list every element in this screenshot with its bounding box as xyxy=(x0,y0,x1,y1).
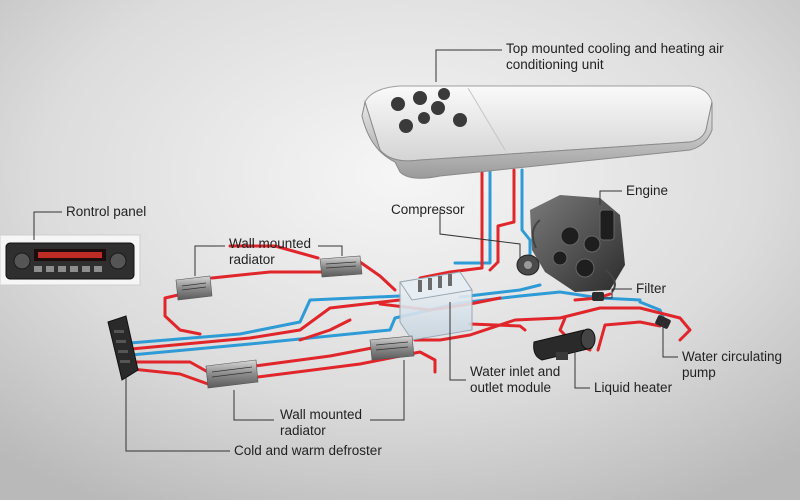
label-wall-radiator-top: Wall mounted radiator xyxy=(229,236,339,268)
label-defroster: Cold and warm defroster xyxy=(234,443,382,458)
leader-water-module xyxy=(449,302,466,381)
leader-radiator-top-right xyxy=(318,245,343,256)
label-water-module-line1: Water inlet and xyxy=(470,364,561,379)
label-water-pump: Water circulating pump xyxy=(682,349,797,381)
label-wall-radiator-top-line2: radiator xyxy=(229,252,275,267)
leader-liquid-heater xyxy=(574,350,590,389)
leader-lines xyxy=(33,49,678,452)
filter xyxy=(592,292,604,301)
defroster xyxy=(107,315,139,381)
compressor xyxy=(516,254,540,276)
label-water-pump-line2: pump xyxy=(682,365,716,380)
label-wall-radiator-top-line1: Wall mounted xyxy=(229,236,312,251)
leader-ac-unit xyxy=(435,49,502,82)
leader-defroster xyxy=(125,378,230,452)
label-water-module-line2: outlet module xyxy=(470,380,552,395)
leader-compressor xyxy=(439,210,521,258)
label-wall-radiator-bottom-line1: Wall mounted xyxy=(280,407,363,422)
liquid-heater xyxy=(533,328,596,361)
leader-radiator-bottom xyxy=(233,390,274,421)
leader-radiator-bottom-right xyxy=(370,360,405,421)
engine xyxy=(530,195,625,293)
label-filter: Filter xyxy=(636,281,666,296)
leader-control-panel xyxy=(33,211,62,240)
label-wall-radiator-bottom-line2: radiator xyxy=(280,423,326,438)
leader-filter xyxy=(598,288,632,299)
label-liquid-heater: Liquid heater xyxy=(594,380,673,395)
radiator-bottom-right xyxy=(369,335,415,361)
radiator-bottom-left xyxy=(205,359,259,389)
leader-water-pump xyxy=(662,322,678,358)
radiator-top-right xyxy=(319,255,363,278)
leader-radiator-top xyxy=(194,245,225,276)
leader-engine xyxy=(599,190,622,205)
label-wall-radiator-bottom: Wall mounted radiator xyxy=(280,407,390,439)
label-control-panel: Rontrol panel xyxy=(66,204,147,219)
radiator-top-left xyxy=(175,275,213,301)
label-ac-unit-line1: Top mounted cooling and heating air xyxy=(506,41,724,56)
water-module xyxy=(399,271,473,341)
label-compressor: Compressor xyxy=(391,202,465,217)
condenser-fan-icon xyxy=(391,88,467,133)
label-ac-unit: Top mounted cooling and heating air cond… xyxy=(506,41,776,73)
label-water-pump-line1: Water circulating xyxy=(682,349,783,364)
control-panel xyxy=(0,234,141,286)
label-ac-unit-line2: conditioning unit xyxy=(506,57,604,72)
ac-unit xyxy=(361,85,713,179)
label-engine: Engine xyxy=(626,183,669,198)
label-water-module: Water inlet and outlet module xyxy=(470,364,580,396)
